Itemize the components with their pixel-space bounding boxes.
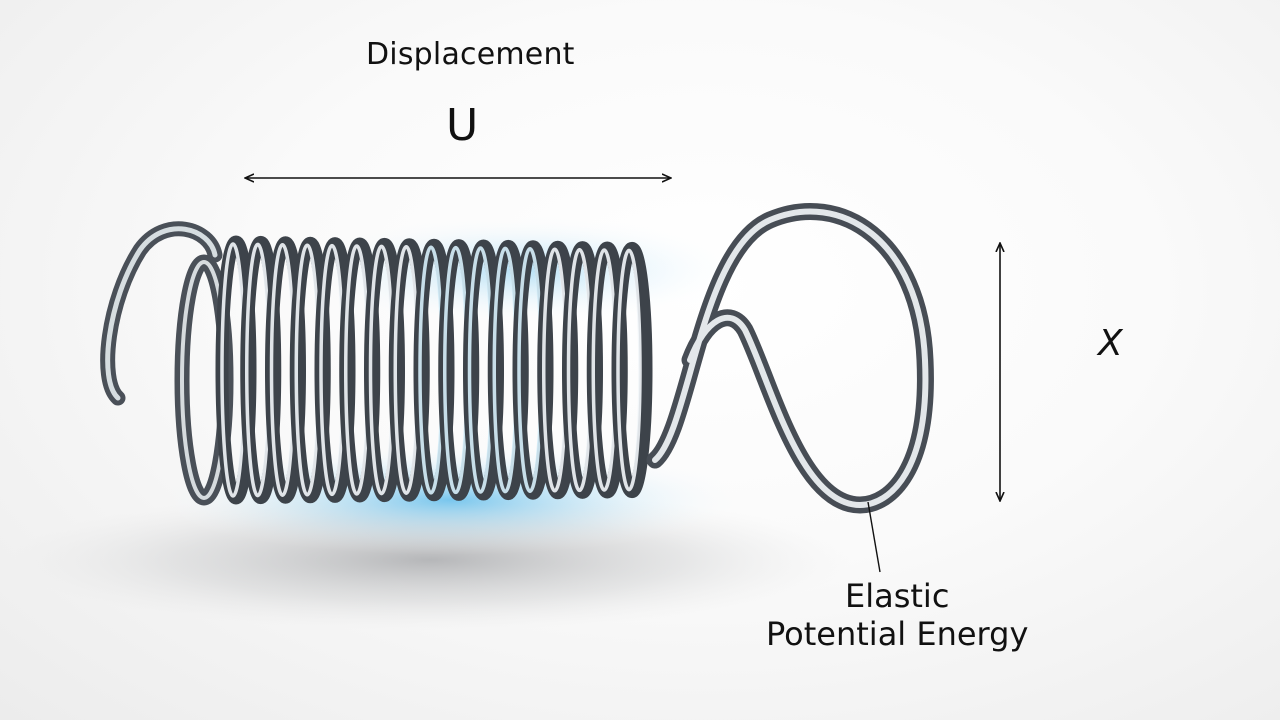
displacement-title: Displacement xyxy=(366,40,575,70)
vertical-dimension-symbol: X xyxy=(1098,326,1123,362)
energy-label-line1: Elastic xyxy=(766,578,1028,616)
energy-leader-line xyxy=(868,502,880,572)
elastic-potential-energy-label: Elastic Potential Energy xyxy=(766,578,1028,654)
displacement-symbol: U xyxy=(446,104,478,148)
energy-label-line2: Potential Energy xyxy=(766,616,1028,654)
left-end-hook xyxy=(108,229,215,398)
